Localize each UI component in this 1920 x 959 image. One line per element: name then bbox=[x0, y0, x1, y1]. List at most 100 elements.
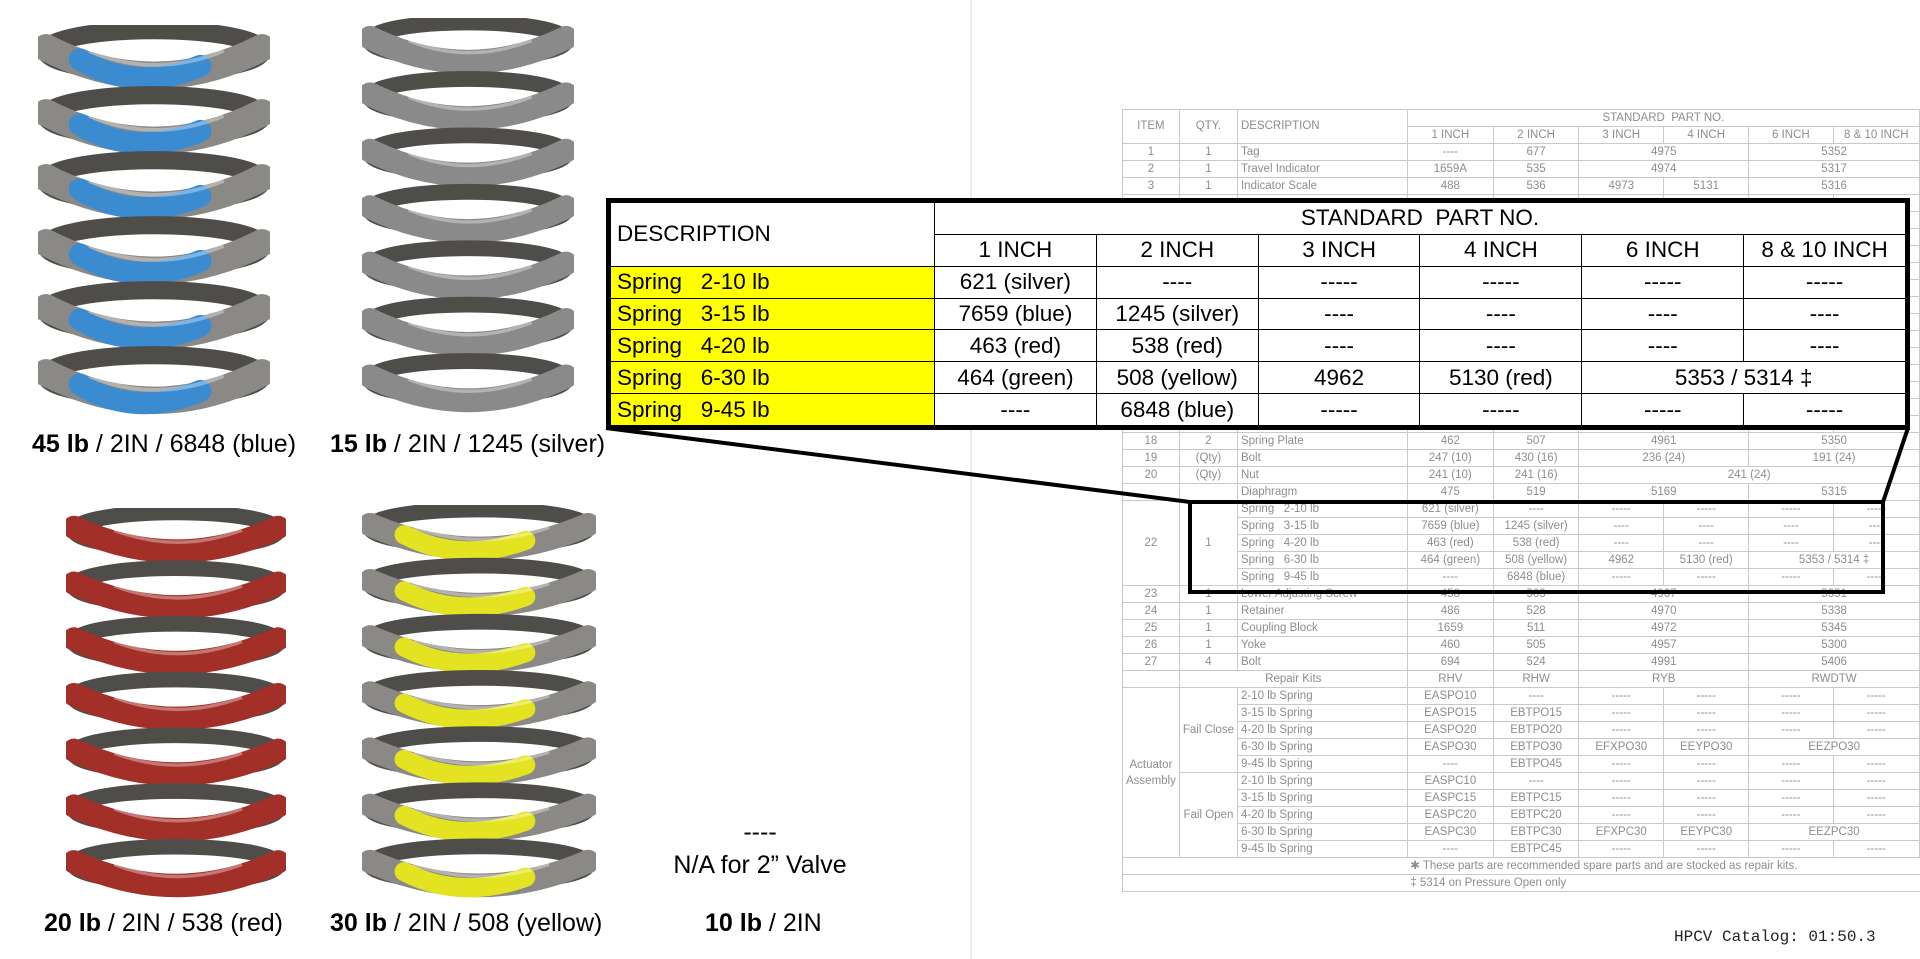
coil-front bbox=[66, 850, 286, 898]
fail-mode-label: Fail Close bbox=[1178, 687, 1238, 773]
pressure-open-note: ‡ 5314 on Pressure Open only bbox=[1407, 874, 1920, 892]
coil-highlight bbox=[408, 38, 533, 55]
part-number: 241 (16) bbox=[1492, 466, 1580, 484]
coil-front bbox=[362, 82, 574, 130]
coil-front bbox=[362, 138, 574, 187]
coil-front bbox=[66, 571, 286, 619]
spring-description: Spring 2-10 lb bbox=[610, 265, 935, 299]
size-header: 3 INCH bbox=[1578, 126, 1665, 144]
coil-highlight bbox=[113, 695, 243, 712]
na-text: N/A for 2” Valve bbox=[673, 851, 847, 879]
coil-highlight bbox=[412, 525, 550, 542]
part-number: ----- bbox=[1419, 265, 1583, 299]
kit-code: ----- bbox=[1832, 789, 1920, 807]
paint-stripe bbox=[394, 525, 536, 561]
caption-detail: / 2IN / 508 (yellow) bbox=[386, 909, 603, 937]
coil-highlight bbox=[412, 750, 550, 766]
part-description: Diaphragm bbox=[1236, 483, 1408, 501]
part-number: ---- bbox=[1743, 329, 1906, 363]
coil-front bbox=[66, 682, 286, 730]
size-header: 2 INCH bbox=[1492, 126, 1580, 144]
part-number: 621 (silver) bbox=[934, 265, 1097, 299]
actuator-assembly-label: Actuator Assembly bbox=[1122, 687, 1180, 858]
spring-description: Spring 3-15 lb bbox=[610, 297, 935, 331]
kit-code: ----- bbox=[1578, 755, 1665, 773]
part-number: ----- bbox=[1257, 393, 1421, 426]
page-divider bbox=[970, 0, 972, 959]
paint-stripe bbox=[68, 373, 212, 415]
kit-code: EEZPO30 bbox=[1748, 738, 1920, 756]
spring-photo-yellow bbox=[362, 505, 596, 898]
kit-code: EASPC20 bbox=[1406, 806, 1494, 824]
coil-highlight bbox=[408, 321, 533, 337]
na-note: ---- N/A for 2” Valve bbox=[650, 818, 870, 880]
parts-spring-row: Spring 9-45 lb----6848 (blue)-----------… bbox=[1123, 568, 1920, 586]
coil-highlight bbox=[113, 862, 243, 879]
paint-stripe bbox=[394, 637, 536, 673]
kit-code: ----- bbox=[1663, 704, 1750, 722]
fail-mode-label: Fail Open bbox=[1178, 772, 1238, 858]
zoom-desc-header: DESCRIPTION bbox=[610, 202, 935, 267]
coil-highlight bbox=[88, 49, 225, 67]
spare-parts-note: ✱ These parts are recommended spare part… bbox=[1407, 857, 1920, 875]
spring-photo-red bbox=[66, 508, 286, 898]
part-number: 5353 / 5314 ‡ bbox=[1581, 361, 1906, 395]
part-number: 5130 (red) bbox=[1419, 361, 1583, 395]
repair-code: RHW bbox=[1492, 670, 1580, 688]
spring-caption-red: 20 lb / 2IN / 538 (red) bbox=[44, 909, 283, 938]
part-description: Travel Indicator bbox=[1236, 160, 1408, 178]
coil-highlight bbox=[408, 95, 533, 111]
part-number: 463 (red) bbox=[1406, 534, 1494, 552]
part-number: ---- bbox=[1581, 297, 1745, 331]
part-number: 5131 bbox=[1663, 177, 1750, 195]
catalog-footer: HPCV Catalog: 01:50.3 bbox=[1674, 928, 1876, 946]
repair-code: RWDTW bbox=[1748, 670, 1920, 688]
coil-front bbox=[362, 25, 574, 74]
na-dash: ---- bbox=[743, 818, 777, 846]
zoom-size-header: 3 INCH bbox=[1257, 233, 1421, 267]
spring-photo-blue bbox=[38, 25, 270, 415]
part-number: ---- bbox=[1257, 297, 1421, 331]
spring-photo-panel: 45 lb / 2IN / 6848 (blue) 15 lb / 2IN / … bbox=[32, 18, 870, 938]
zoom-size-header: 4 INCH bbox=[1419, 233, 1583, 267]
part-number: 538 (red) bbox=[1095, 329, 1259, 363]
kit-code: EASPC15 bbox=[1406, 789, 1494, 807]
part-number: ---- bbox=[1743, 297, 1906, 331]
qty-header: QTY. bbox=[1178, 109, 1238, 144]
part-number: ---- bbox=[1419, 329, 1583, 363]
kit-code: EBTPO45 bbox=[1492, 755, 1580, 773]
kit-code: ----- bbox=[1663, 840, 1750, 858]
coil-front bbox=[362, 251, 574, 300]
standard-part-header: STANDARD PART NO. bbox=[1406, 109, 1920, 127]
coil-highlight bbox=[113, 584, 243, 600]
note-row: ‡ 5314 on Pressure Open only bbox=[1122, 874, 1920, 892]
coil-highlight bbox=[88, 244, 225, 262]
coil-highlight bbox=[88, 114, 225, 132]
part-number: 538 (red) bbox=[1492, 534, 1580, 552]
paint-stripe bbox=[394, 862, 536, 898]
part-number: ---- bbox=[1406, 143, 1494, 161]
part-number: 4957 bbox=[1578, 636, 1750, 654]
spring-photo-silver bbox=[362, 18, 574, 413]
caption-detail: / 2IN / 538 (red) bbox=[100, 909, 284, 937]
coil-highlight bbox=[113, 751, 243, 767]
kit-code: ----- bbox=[1832, 704, 1920, 722]
part-number: ---- bbox=[1581, 329, 1745, 363]
part-number: 1245 (silver) bbox=[1095, 297, 1259, 331]
part-number: 5338 bbox=[1748, 602, 1920, 620]
